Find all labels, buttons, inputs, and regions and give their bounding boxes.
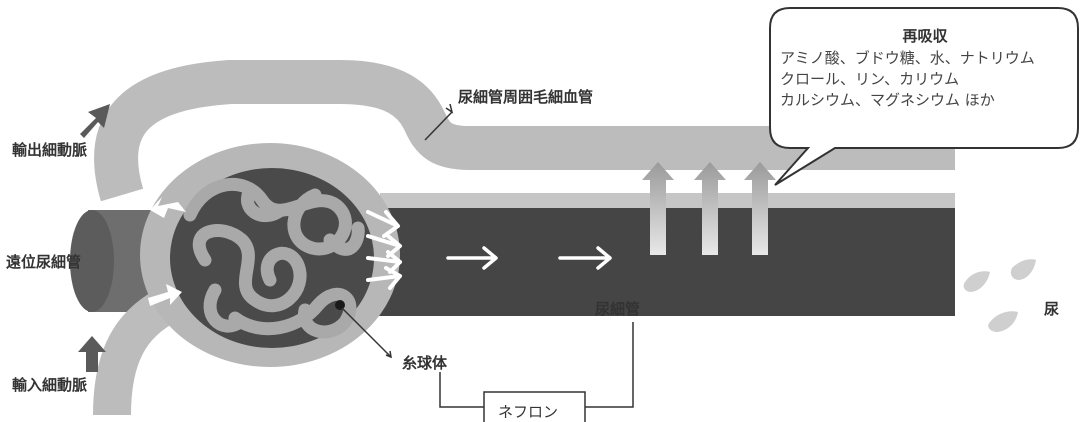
vessel-pointer-arrows [78, 104, 110, 372]
reabsorption-callout: 再吸収 アミノ酸、ブドウ糖、水、ナトリウム クロール、リン、カリウム カルシウム… [780, 26, 1070, 111]
label-efferent-arteriole: 輸出細動脈 [12, 141, 88, 159]
label-urine: 尿 [1044, 300, 1060, 318]
peritubular-capillary [94, 60, 955, 202]
reabsorption-arrows [642, 162, 776, 255]
label-peritubular-capillary: 尿細管周囲毛細血管 [458, 88, 594, 106]
glomerular-capillary-tuft [183, 178, 365, 339]
callout-line: クロール、リン、カリウム [780, 70, 960, 88]
tubule [330, 208, 955, 316]
callout-line: カルシウム、マグネシウム ほか [780, 91, 995, 109]
callout-title: 再吸収 [902, 27, 948, 45]
label-nephron: ネフロン [498, 403, 559, 421]
label-glomerulus: 糸球体 [402, 354, 448, 372]
urine-droplets [963, 259, 1036, 332]
tubule-flow-arrows [446, 246, 612, 270]
nephron-box [483, 391, 586, 422]
label-tubule: 尿細管 [595, 300, 641, 318]
label-distal-tubule: 遠位尿細管 [6, 253, 82, 271]
inflow-arrows [148, 197, 186, 306]
filtration-arrows [366, 210, 402, 290]
callout-line: アミノ酸、ブドウ糖、水、ナトリウム [780, 49, 1035, 67]
leader-lines [341, 103, 634, 408]
label-afferent-arteriole: 輸入細動脈 [12, 376, 88, 394]
callout-bubble [769, 7, 1079, 186]
